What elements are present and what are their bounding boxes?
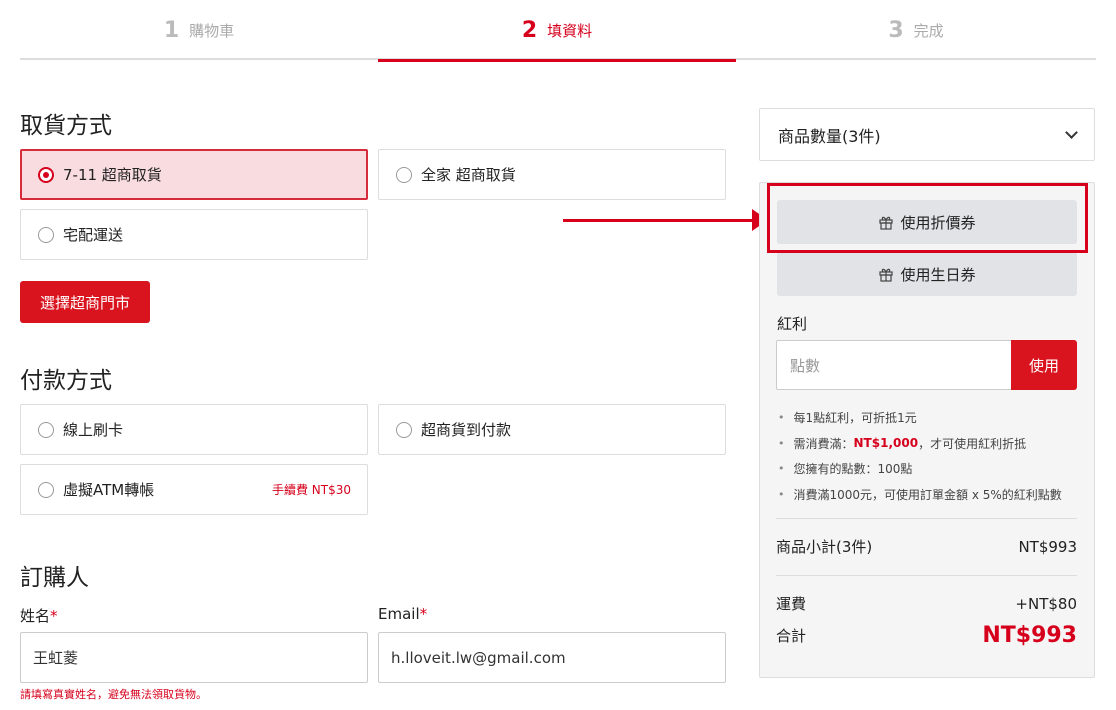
checkout-steps: 1 購物車 2 填資料 3 完成	[20, 0, 1096, 62]
subtotal-value: NT$993	[1018, 537, 1077, 556]
name-label: 姓名*	[20, 605, 58, 626]
bonus-notes: 每1點紅利，可折抵1元 需消費滿：NT$1,000，才可使用紅利折抵 您擁有的點…	[778, 405, 1062, 507]
note-text: 消費滿1000元，可使用訂單金額 x 5%的紅利點數	[793, 487, 1062, 502]
step-cart[interactable]: 1 購物車	[20, 0, 378, 60]
pickup-title: 取貨方式	[20, 113, 112, 139]
email-input[interactable]: h.lloveit.lw@gmail.com	[378, 632, 726, 683]
radio-icon[interactable]	[38, 421, 54, 438]
note-amount: NT$1,000	[853, 436, 919, 451]
option-label: 線上刷卡	[63, 421, 124, 439]
shipping-row: 運費 +NT$80	[776, 593, 1077, 614]
gift-icon	[879, 216, 894, 230]
name-input[interactable]: 王虹菱	[20, 632, 368, 683]
required-mark: *	[419, 605, 428, 623]
shipping-value: +NT$80	[1015, 594, 1077, 613]
option-label: 7-11 超商取貨	[63, 166, 162, 184]
name-hint: 請填寫真實姓名，避免無法領取貨物。	[20, 688, 207, 701]
list-item: 每1點紅利，可折抵1元	[778, 405, 1062, 431]
option-label: 超商貨到付款	[421, 421, 512, 439]
divider	[776, 518, 1077, 519]
chevron-down-icon	[1065, 125, 1078, 139]
radio-icon[interactable]	[38, 481, 54, 498]
divider	[776, 575, 1077, 576]
radio-selected-icon[interactable]	[38, 166, 54, 183]
radio-icon[interactable]	[38, 226, 54, 243]
points-input[interactable]: 點數	[776, 340, 1012, 390]
option-label: 虛擬ATM轉帳	[63, 481, 155, 499]
step-number: 2	[521, 17, 538, 43]
email-label: Email*	[378, 605, 427, 623]
use-coupon-button[interactable]: 使用折價券	[777, 200, 1077, 244]
quantity-label: 商品數量(3件)	[778, 126, 881, 146]
list-item: 消費滿1000元，可使用訂單金額 x 5%的紅利點數	[778, 482, 1062, 508]
quantity-dropdown[interactable]: 商品數量(3件)	[759, 108, 1095, 161]
option-label: 宅配運送	[63, 226, 124, 244]
payment-title: 付款方式	[20, 368, 112, 394]
step-number: 1	[163, 17, 180, 43]
note-text: ，才可使用紅利折抵	[918, 436, 1027, 451]
step-number: 3	[888, 17, 904, 43]
note-text: 需消費滿：	[793, 436, 854, 451]
gift-icon	[879, 268, 894, 282]
step-label: 完成	[913, 21, 944, 40]
payment-option-card[interactable]: 線上刷卡	[20, 404, 368, 455]
payment-option-cod[interactable]: 超商貨到付款	[378, 404, 726, 455]
coupon-button-label: 使用折價券	[900, 213, 976, 232]
option-label: 全家 超商取貨	[421, 166, 516, 184]
step-complete: 3 完成	[737, 0, 1095, 60]
payment-option-atm[interactable]: 虛擬ATM轉帳 手續費 NT$30	[20, 464, 368, 515]
total-row: 合計 NT$993	[776, 623, 1077, 648]
shipping-label: 運費	[776, 595, 807, 613]
orderer-title: 訂購人	[20, 565, 89, 591]
email-label-text: Email	[378, 605, 420, 623]
total-label: 合計	[776, 627, 807, 645]
step-label: 購物車	[189, 21, 235, 40]
pickup-option-family[interactable]: 全家 超商取貨	[378, 149, 726, 200]
step-fill-info: 2 填資料	[378, 0, 736, 62]
note-text: 您擁有的點數：100點	[793, 462, 913, 477]
total-value: NT$993	[982, 623, 1077, 648]
atm-fee-label: 手續費 NT$30	[271, 483, 351, 497]
select-store-button[interactable]: 選擇超商門市	[20, 281, 150, 323]
list-item: 您擁有的點數：100點	[778, 456, 1062, 482]
use-points-button[interactable]: 使用	[1011, 340, 1077, 390]
radio-icon[interactable]	[396, 166, 412, 183]
annotation-highlight-box	[767, 183, 1088, 253]
name-label-text: 姓名	[20, 607, 51, 625]
use-birthday-coupon-button[interactable]: 使用生日券	[777, 252, 1077, 296]
step-label: 填資料	[547, 21, 593, 40]
pickup-option-711[interactable]: 7-11 超商取貨	[20, 149, 368, 200]
bonus-label: 紅利	[777, 315, 808, 333]
list-item: 需消費滿：NT$1,000，才可使用紅利折抵	[778, 431, 1062, 457]
radio-icon[interactable]	[396, 421, 412, 438]
subtotal-row: 商品小計(3件) NT$993	[776, 536, 1077, 557]
required-mark: *	[50, 607, 58, 625]
subtotal-label: 商品小計(3件)	[776, 538, 873, 556]
annotation-arrow-line	[563, 219, 755, 222]
pickup-option-home[interactable]: 宅配運送	[20, 209, 368, 260]
note-text: 每1點紅利，可折抵1元	[793, 411, 917, 426]
birthday-button-label: 使用生日券	[900, 265, 976, 284]
